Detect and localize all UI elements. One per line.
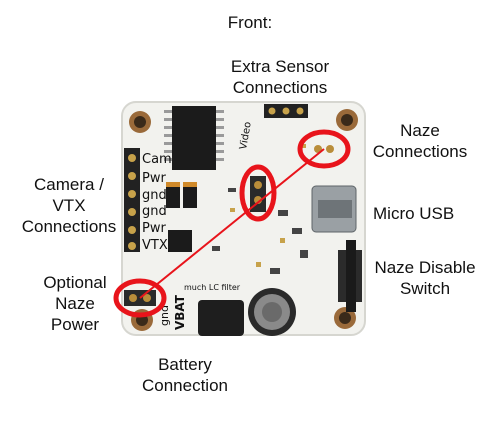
connection-line (139, 148, 325, 299)
tantalum-cap-1 (166, 182, 180, 208)
silk-vtx: VTX (142, 238, 168, 253)
silk-pwr-2: Pwr (142, 221, 166, 236)
silk-lc-filter: much LC filter (184, 283, 241, 292)
label-naze-connections: Naze Connections (372, 121, 468, 161)
title-front: Front: (227, 13, 273, 32)
tantalum-cap-2 (183, 182, 197, 208)
inductor (198, 300, 244, 336)
label-extra-sensor-connections: Extra Sensor Connections (230, 57, 330, 97)
label-battery-connection: Battery Connection (141, 355, 228, 395)
highlight-naze-connections (297, 129, 351, 169)
camera-vtx-pads (124, 148, 140, 252)
silk-gnd-2: gnd (142, 204, 167, 219)
silk-video: Video (238, 121, 254, 151)
highlight-optional-power (113, 278, 167, 318)
extra-sensor-pads (264, 104, 308, 118)
silk-gnd-bottom: gnd (158, 305, 171, 326)
label-naze-disable-switch: Naze Disable Switch (374, 258, 476, 298)
highlight-center-pads (239, 164, 277, 222)
silk-cam: Cam (142, 152, 172, 167)
main-chip (172, 106, 216, 170)
silk-pwr-1: Pwr (142, 171, 166, 186)
silk-vbat: VBAT (173, 294, 187, 330)
label-camera-vtx-connections: Camera / VTX Connections (21, 175, 117, 236)
silk-gnd-1: gnd (142, 188, 167, 203)
small-chip (168, 230, 192, 252)
center-pads (250, 176, 266, 212)
label-micro-usb: Micro USB (373, 204, 455, 223)
label-optional-naze-power: Optional Naze Power (43, 273, 107, 334)
